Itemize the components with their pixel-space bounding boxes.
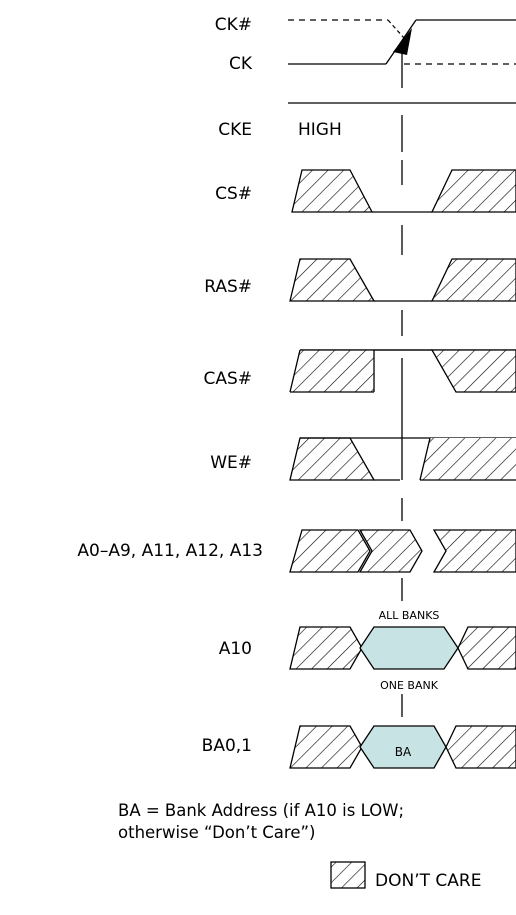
we-n-waveform — [289, 437, 516, 481]
cas-n-label: CAS# — [203, 369, 252, 389]
ck-n-waveform — [288, 19, 516, 65]
ba-label: BA0,1 — [202, 736, 252, 756]
cs-n-label: CS# — [215, 184, 252, 204]
all-banks-label: ALL BANKS — [379, 609, 440, 622]
ba-waveform — [289, 725, 516, 769]
ras-n-waveform — [289, 258, 516, 302]
a10-label: A10 — [219, 639, 252, 659]
ba-value-text: BA — [395, 745, 412, 759]
address-waveform — [289, 529, 516, 573]
dont-care-legend-label: DON’T CARE — [375, 871, 482, 891]
a10-waveform — [289, 626, 516, 670]
address-label: A0–A9, A11, A12, A13 — [77, 541, 263, 561]
dont-care-swatch-icon — [330, 861, 366, 889]
one-bank-label: ONE BANK — [380, 679, 439, 692]
cs-n-waveform — [291, 169, 516, 213]
bank-address-note: BA = Bank Address (if A10 is LOW; otherw… — [118, 800, 404, 844]
cke-level-text: HIGH — [298, 120, 342, 140]
cke-label: CKE — [218, 120, 252, 140]
clock-edge-arrow — [393, 28, 412, 55]
cas-n-waveform — [289, 349, 516, 393]
ck-n-label: CK# — [215, 15, 252, 35]
note-line-1: BA = Bank Address (if A10 is LOW; — [118, 801, 405, 820]
note-line-2: otherwise “Don’t Care”) — [118, 823, 316, 842]
ras-n-label: RAS# — [204, 277, 252, 297]
ck-label: CK — [229, 54, 253, 74]
we-n-label: WE# — [210, 453, 252, 473]
